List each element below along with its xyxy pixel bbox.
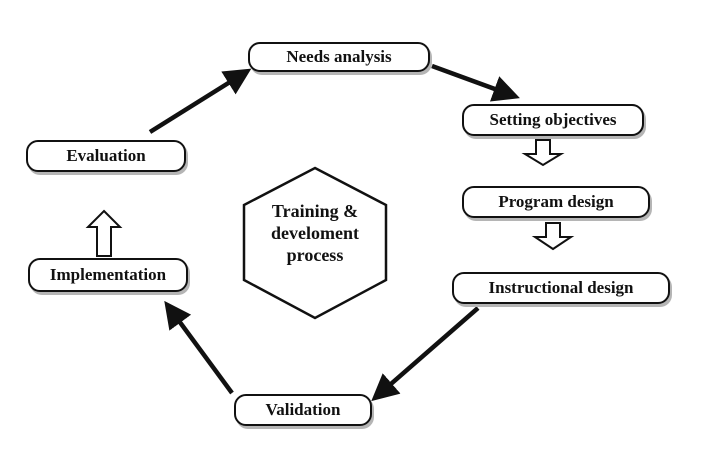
stage-evaluation: Evaluation xyxy=(26,140,186,172)
hollow-arrow-program-to-instructional xyxy=(531,222,575,251)
hollow-arrow-objectives-to-program xyxy=(521,139,565,167)
arrow-validation-to-implementation xyxy=(164,300,234,395)
stage-instructional-design: Instructional design xyxy=(452,272,670,304)
center-label-line-1: Training & xyxy=(271,201,359,221)
stage-program-design: Program design xyxy=(462,186,650,218)
arrow-evaluation-to-needs xyxy=(148,68,252,134)
center-hexagon xyxy=(242,166,388,320)
center-label-line-3: process xyxy=(286,245,344,265)
stage-implementation: Implementation xyxy=(28,258,188,292)
hollow-arrow-implementation-to-evaluation xyxy=(85,209,123,257)
arrow-needs-to-objectives xyxy=(431,63,520,102)
stage-validation: Validation xyxy=(234,394,372,426)
arrow-instructional-to-validation xyxy=(371,306,480,402)
stage-setting-objectives: Setting objectives xyxy=(462,104,644,136)
center-label-line-2: develoment xyxy=(271,223,359,243)
center-label: Training & develoment process xyxy=(244,200,386,266)
stage-needs-analysis: Needs analysis xyxy=(248,42,430,72)
